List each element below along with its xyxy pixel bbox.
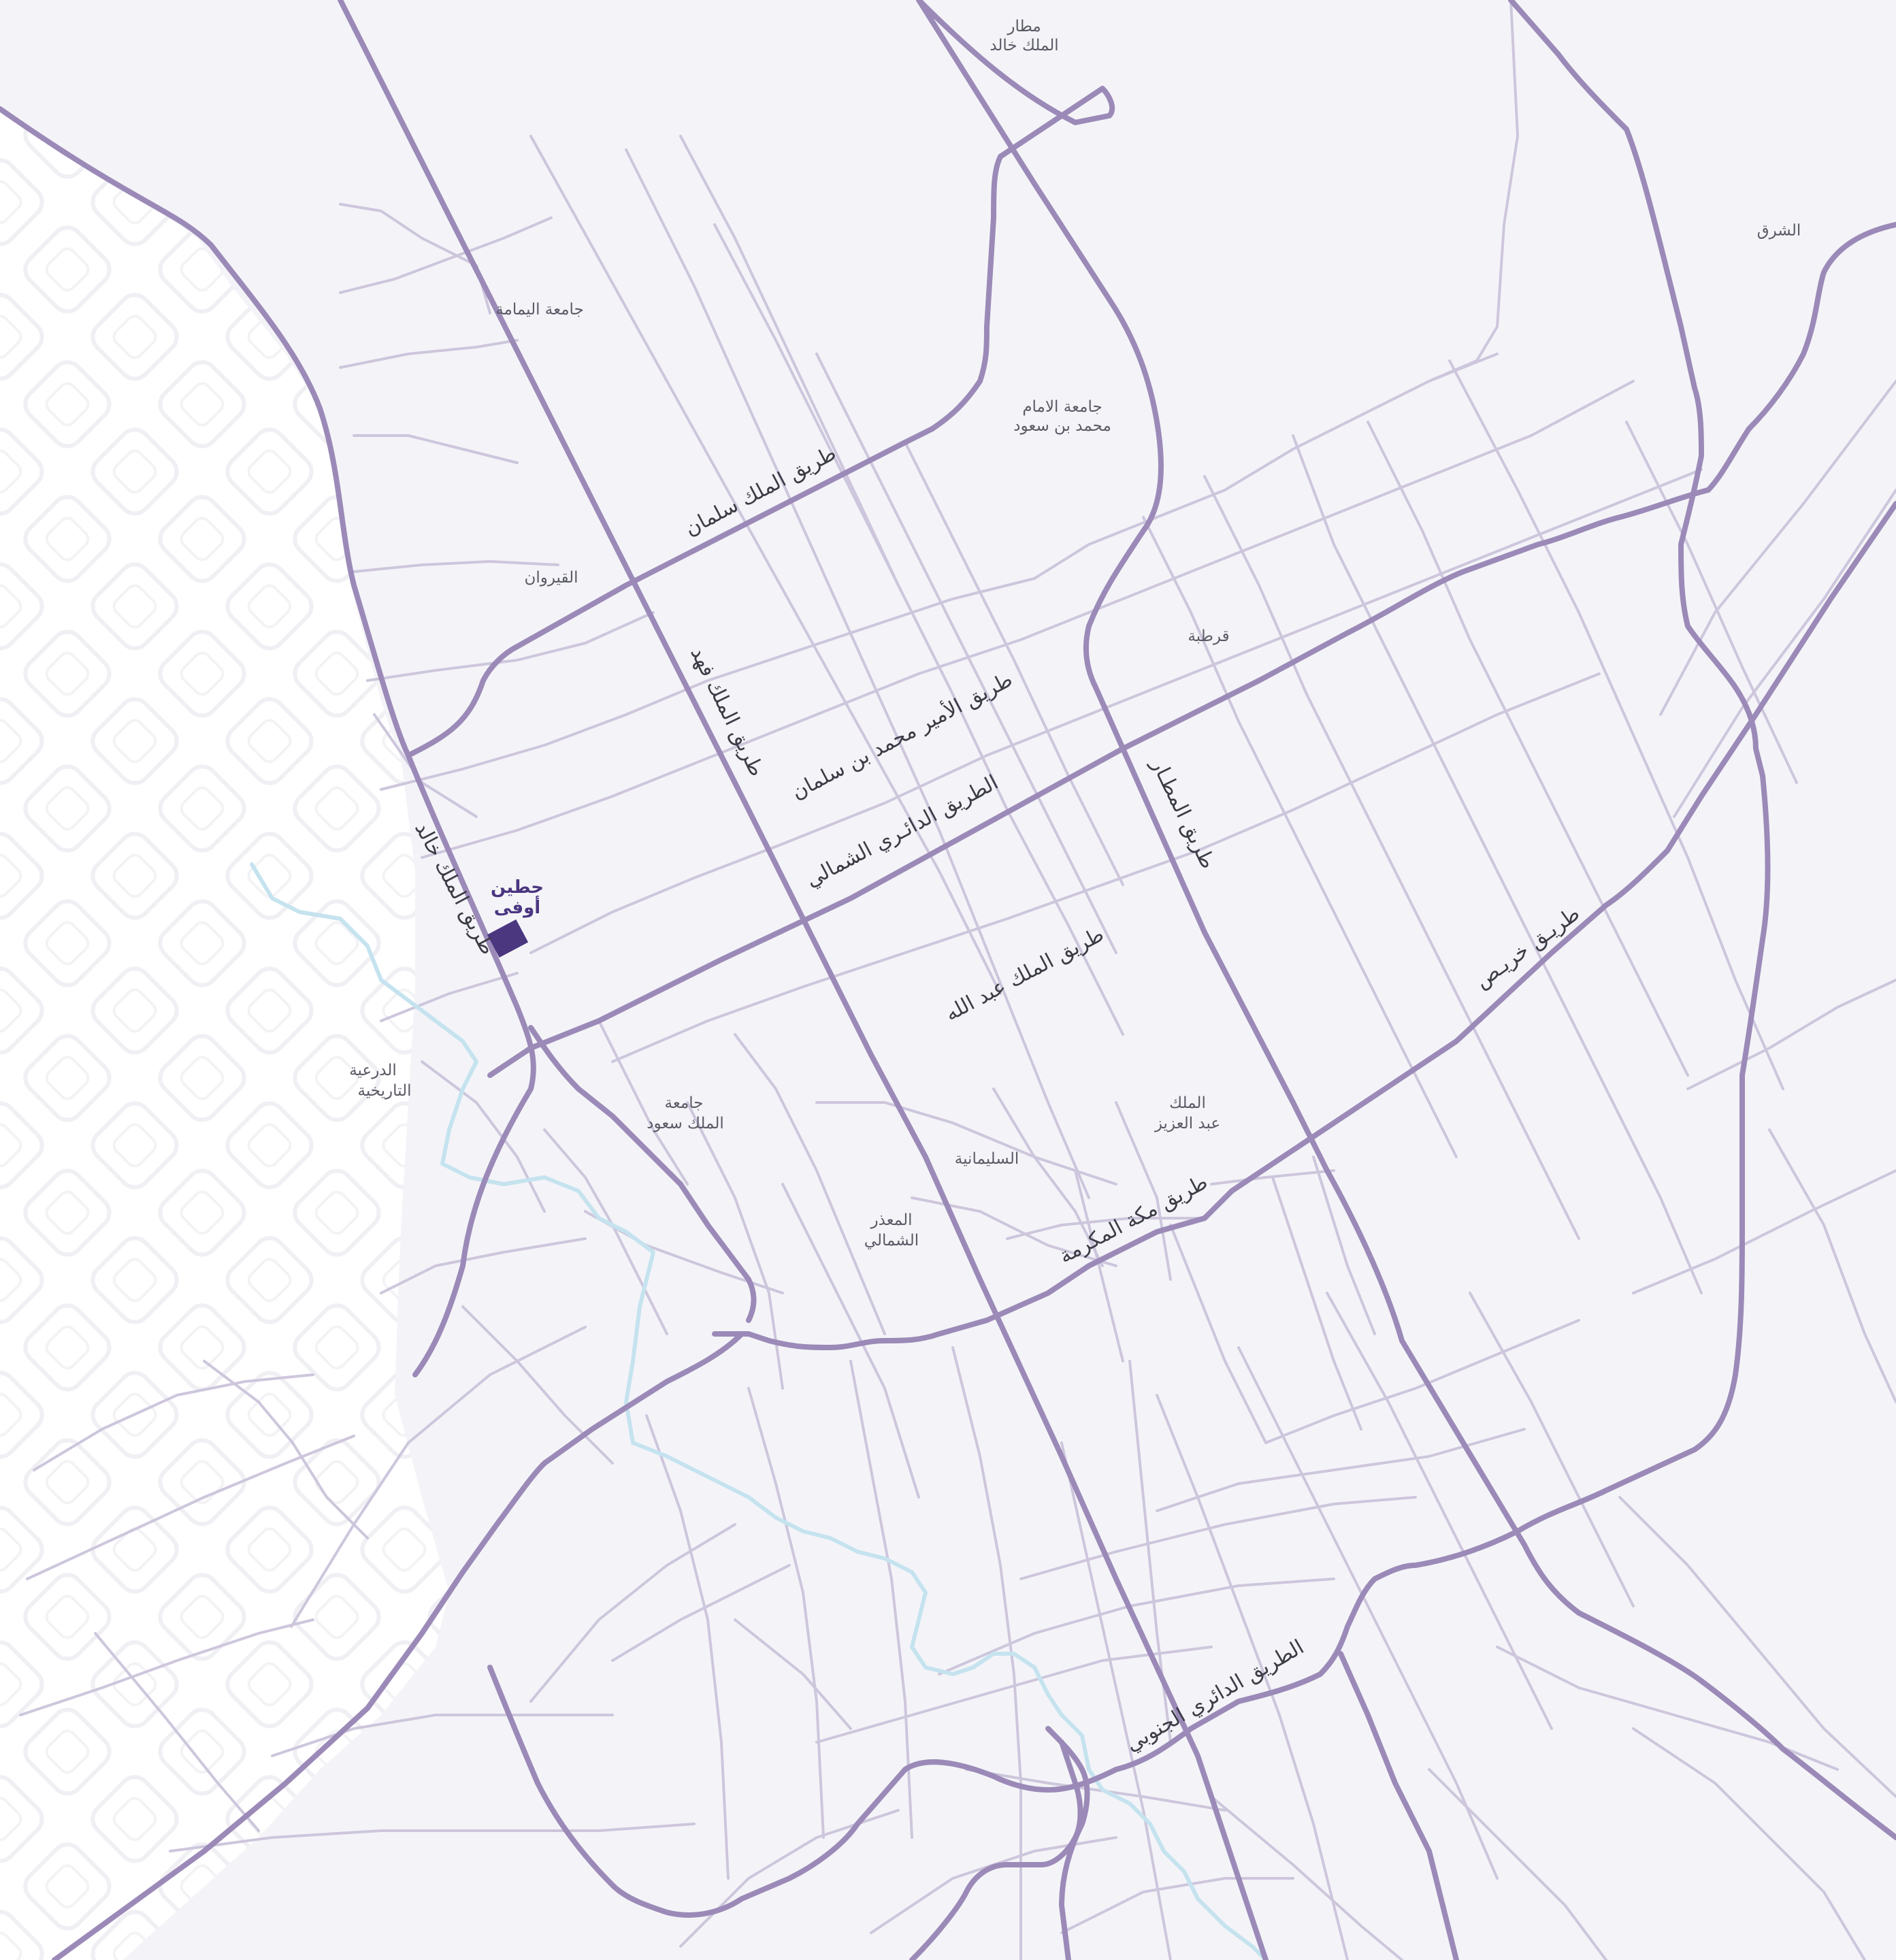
minor-roads	[19, 0, 1896, 1960]
label-airport-line2: الملك خالد	[990, 37, 1058, 54]
label-malik-abdulaziz-line1: الملك	[1169, 1094, 1206, 1112]
label-mather-line2: الشمالي	[864, 1232, 919, 1250]
label-king-salman-road: طريق الملك سلمان	[681, 441, 840, 541]
western-open-area	[0, 112, 449, 1960]
label-diriyah-line2: التاريخية	[358, 1082, 412, 1100]
label-airport-line1: مطار	[1007, 18, 1041, 35]
label-mather-line1: المعذر	[870, 1211, 913, 1229]
label-malik-abdulaziz-line2: عبد العزيز	[1154, 1115, 1220, 1132]
label-sharq: الشرق	[1757, 222, 1801, 240]
wadi-hanifa	[250, 862, 1268, 1960]
project-name-line2: أوفى	[494, 896, 540, 918]
label-imam-university-line1: جامعة الامام	[1022, 398, 1102, 416]
label-khurais-road: طريـق خريـص	[1471, 902, 1584, 994]
label-king-abdullah-road: طريق الملك عبد الله	[941, 922, 1108, 1026]
project-marker[interactable]	[487, 919, 529, 958]
label-ksu-line1: جامعة	[665, 1094, 704, 1112]
label-yamamah-university: جامعة اليمامة	[495, 301, 584, 318]
label-diriyah-line1: الدرعية	[349, 1062, 397, 1079]
label-imam-university-line2: محمد بن سعود	[1013, 417, 1111, 435]
label-sulaymaniyah: السليمانية	[955, 1150, 1019, 1168]
label-qairawan: القيروان	[524, 569, 578, 587]
project-name-line1: حطين	[491, 877, 544, 898]
label-qurtubah: قرطبة	[1188, 627, 1229, 645]
label-ksu-line2: الملك سعود	[647, 1115, 724, 1132]
